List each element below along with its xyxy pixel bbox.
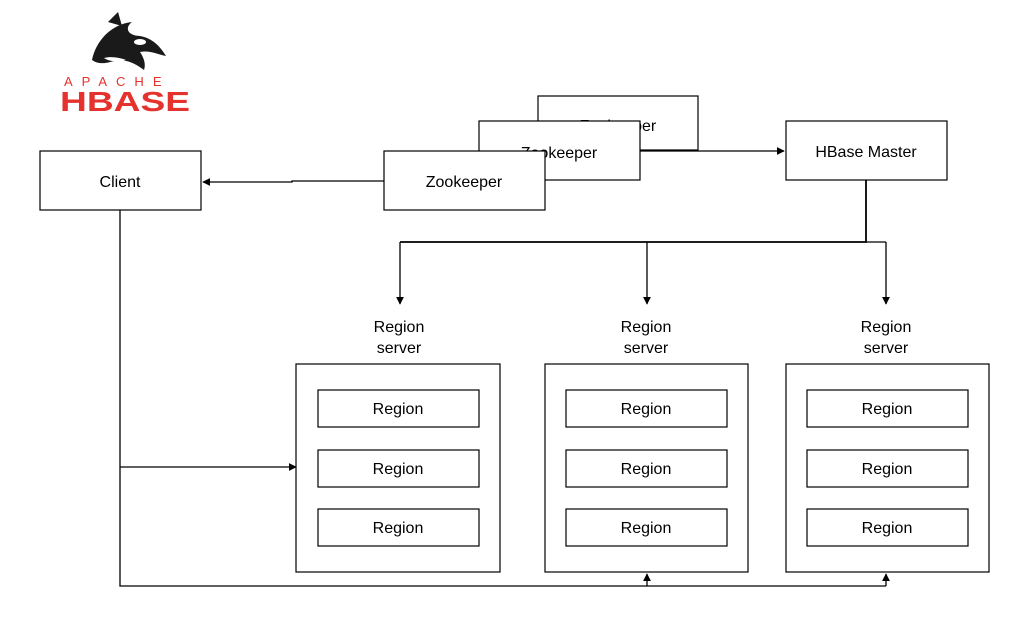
- region-server-3: Region server Region Region Region: [785, 319, 990, 573]
- region-label: Region: [621, 520, 672, 537]
- region-box: [317, 508, 480, 547]
- region-label: Region: [862, 401, 913, 418]
- hbase-master-node: HBase Master: [785, 120, 948, 181]
- region-label: Region: [373, 461, 424, 478]
- region-server-title-line1: Region: [374, 319, 425, 336]
- region-box: [565, 449, 728, 488]
- zookeeper-label: Zookeeper: [426, 174, 503, 191]
- region-label: Region: [373, 520, 424, 537]
- region-box: [806, 389, 969, 428]
- region-label: Region: [621, 461, 672, 478]
- region-label: Region: [621, 401, 672, 418]
- region-box: [806, 508, 969, 547]
- region-box: [565, 508, 728, 547]
- region-server-title-line2: server: [624, 340, 669, 357]
- region-label: Region: [373, 401, 424, 418]
- edge-zookeeper-to-client: [202, 178, 384, 186]
- region-box: [317, 449, 480, 488]
- edges: [119, 147, 890, 587]
- client-label: Client: [100, 174, 141, 191]
- hbase-master-label: HBase Master: [815, 144, 917, 161]
- logo-apache-text: APACHE: [64, 74, 171, 89]
- logo-hbase-text: HBASE: [60, 86, 190, 117]
- client-node: Client: [39, 150, 202, 211]
- region-label: Region: [862, 461, 913, 478]
- region-box: [317, 389, 480, 428]
- apache-hbase-logo: APACHE HBASE: [60, 12, 190, 117]
- region-label: Region: [862, 520, 913, 537]
- region-box: [565, 389, 728, 428]
- region-server-1: Region server Region Region Region: [295, 319, 501, 573]
- region-server-title-line1: Region: [861, 319, 912, 336]
- edge-client-trunk: [119, 210, 886, 587]
- orca-icon: [92, 12, 166, 70]
- region-server-title-line2: server: [864, 340, 909, 357]
- region-box: [806, 449, 969, 488]
- region-server-title-line1: Region: [621, 319, 672, 336]
- region-server-title-line2: server: [377, 340, 422, 357]
- region-server-2: Region server Region Region Region: [544, 319, 749, 573]
- zookeeper-node-front: Zookeeper: [383, 150, 546, 211]
